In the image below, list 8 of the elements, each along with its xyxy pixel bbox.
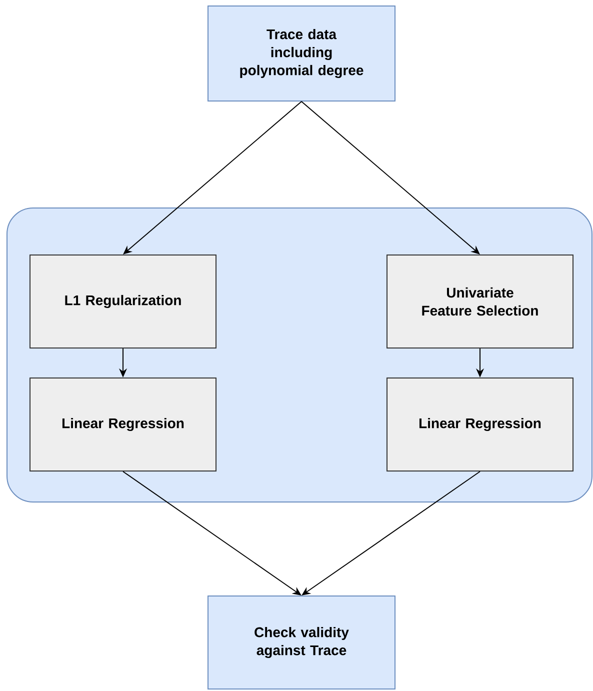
data-box: Trace data including polynomial degree: [208, 6, 396, 102]
arrow: [123, 101, 302, 254]
arrow: [301, 101, 480, 254]
data-box: Check validity against Trace: [208, 596, 396, 690]
process-box: L1 Regularization: [30, 254, 216, 348]
process-box: Univariate Feature Selection: [386, 254, 574, 348]
process-box: Linear Regression: [30, 378, 216, 472]
process-box: Linear Regression: [386, 378, 574, 472]
